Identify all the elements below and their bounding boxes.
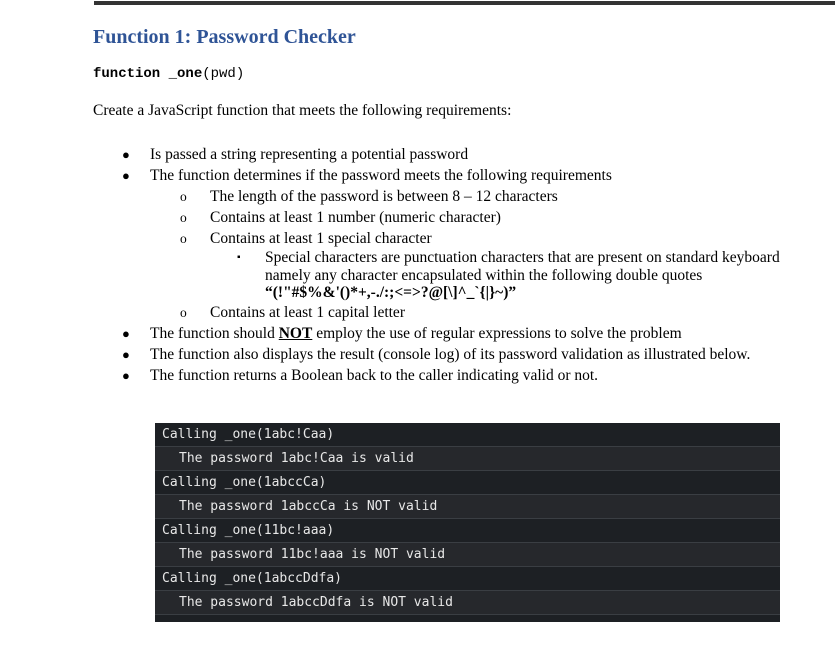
list-item: o The length of the password is between … bbox=[93, 186, 808, 207]
bullet-icon: ● bbox=[122, 168, 130, 183]
bullet-icon: ● bbox=[122, 147, 130, 162]
console-bottom-strip bbox=[155, 615, 780, 622]
list-item-text: namely any character encapsulated within… bbox=[265, 266, 703, 284]
function-signature-name: function _one bbox=[93, 66, 203, 82]
list-item-text: The function also displays the result (c… bbox=[150, 345, 751, 363]
list-item: o Contains at least 1 capital letter bbox=[93, 302, 808, 323]
list-item-text: Contains at least 1 special character bbox=[210, 230, 432, 247]
circle-bullet-icon: o bbox=[180, 231, 187, 246]
function-signature-args: (pwd) bbox=[202, 66, 245, 82]
console-line-call: Calling _one(11bc!aaa) bbox=[155, 519, 780, 543]
function-signature: function _one(pwd) bbox=[93, 66, 244, 82]
console-line-result: The password 1abccDdfa is NOT valid bbox=[155, 591, 780, 615]
list-item-text: The function should NOT employ the use o… bbox=[150, 323, 682, 344]
console-line-call: Calling _one(1abccDdfa) bbox=[155, 567, 780, 591]
not-rule-prefix: The function should bbox=[150, 324, 279, 342]
list-item: ● The function returns a Boolean back to… bbox=[93, 365, 808, 386]
console-line-call: Calling _one(1abc!Caa) bbox=[155, 423, 780, 447]
list-item: ● Is passed a string representing a pote… bbox=[93, 144, 808, 165]
list-item-text: Contains at least 1 number (numeric char… bbox=[210, 209, 501, 226]
circle-bullet-icon: o bbox=[180, 189, 187, 204]
intro-paragraph: Create a JavaScript function that meets … bbox=[93, 102, 512, 119]
list-item-text: The length of the password is between 8 … bbox=[210, 188, 558, 205]
console-line-call: Calling _one(1abccCa) bbox=[155, 471, 780, 495]
list-item-text: The function returns a Boolean back to t… bbox=[150, 366, 599, 384]
square-bullet-icon: ▪ bbox=[237, 252, 241, 263]
list-item-text: The function determines if the password … bbox=[150, 167, 612, 184]
not-rule-suffix: employ the use of regular expressions to… bbox=[312, 324, 682, 342]
list-item: ● The function should NOT employ the use… bbox=[93, 323, 808, 344]
console-line-result: The password 11bc!aaa is NOT valid bbox=[155, 543, 780, 567]
list-item: o Contains at least 1 number (numeric ch… bbox=[93, 207, 808, 228]
bullet-icon: ● bbox=[122, 346, 130, 362]
list-item: ▪ Special characters are punctuation cha… bbox=[93, 249, 808, 302]
circle-bullet-icon: o bbox=[180, 210, 187, 225]
console-output-screenshot: Calling _one(1abc!Caa) The password 1abc… bbox=[155, 423, 780, 622]
requirements-list: ● Is passed a string representing a pote… bbox=[93, 144, 808, 386]
not-emphasis: NOT bbox=[278, 324, 313, 342]
list-item-text: Is passed a string representing a potent… bbox=[150, 146, 469, 163]
list-item: o Contains at least 1 special character bbox=[93, 228, 808, 249]
bullet-icon: ● bbox=[122, 367, 130, 383]
page-title: Function 1: Password Checker bbox=[93, 26, 356, 48]
special-characters-string: “(!"#$%&'()*+,-./:;<=>?@[\]^_`{|}~)” bbox=[265, 284, 517, 301]
console-line-result: The password 1abc!Caa is valid bbox=[155, 447, 780, 471]
list-item-text: Special characters are punctuation chara… bbox=[265, 249, 780, 266]
circle-bullet-icon: o bbox=[180, 304, 187, 320]
bullet-icon: ● bbox=[122, 325, 130, 341]
list-item: ● The function also displays the result … bbox=[93, 344, 808, 365]
list-item-text: Contains at least 1 capital letter bbox=[210, 303, 405, 321]
list-item: ● The function determines if the passwor… bbox=[93, 165, 808, 186]
top-border-line bbox=[94, 1, 835, 5]
console-line-result: The password 1abccCa is NOT valid bbox=[155, 495, 780, 519]
special-characters-note: Special characters are punctuation chara… bbox=[265, 249, 808, 302]
